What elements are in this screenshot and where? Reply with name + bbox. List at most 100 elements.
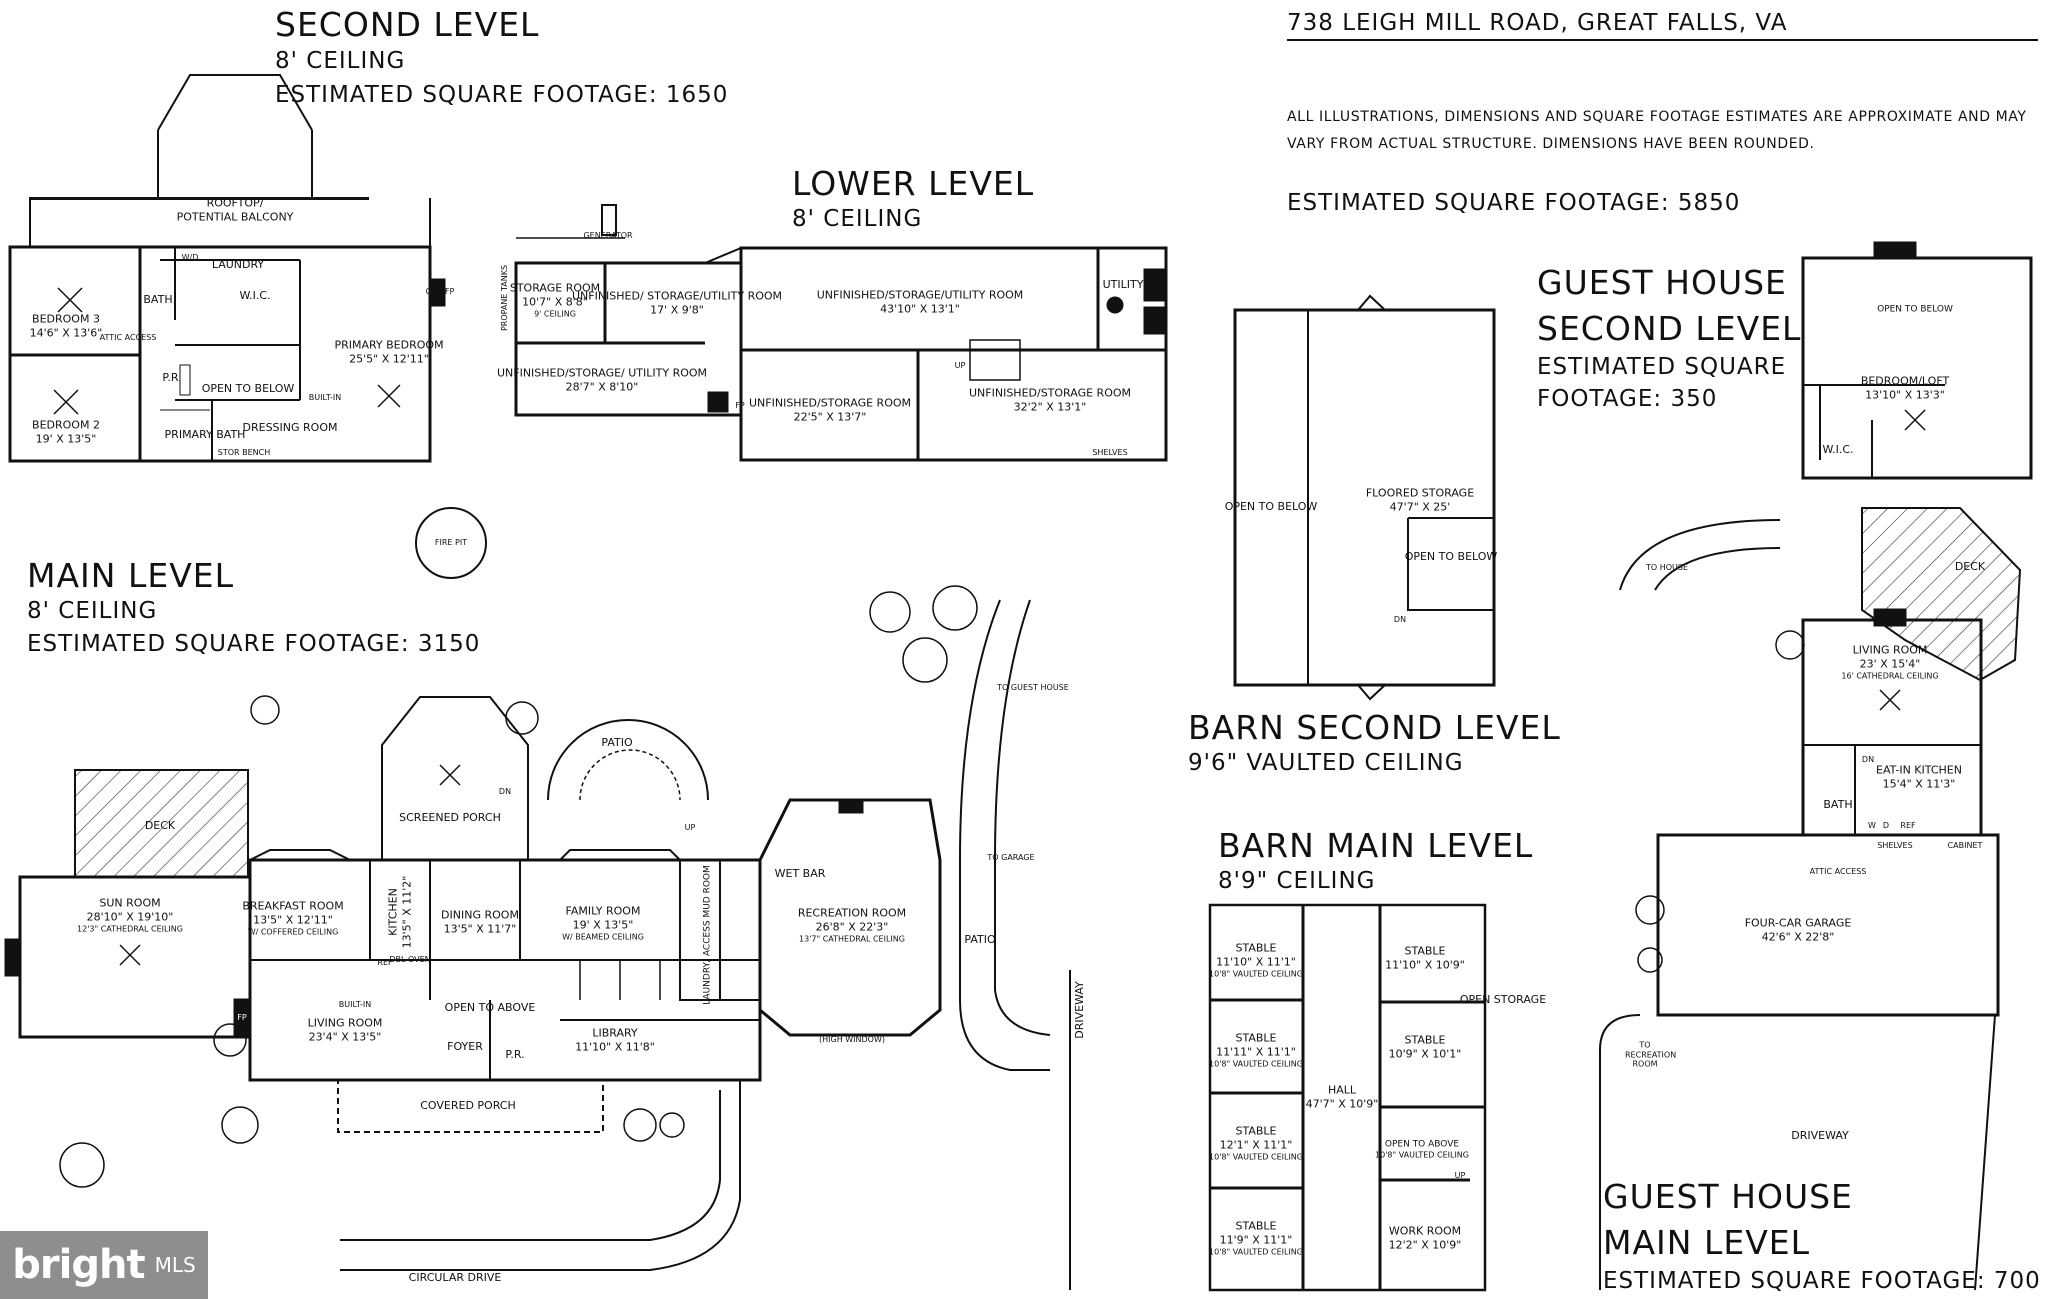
small-label: BUILT-IN <box>308 393 342 403</box>
room-label: FOYER <box>447 1040 483 1054</box>
small-label: UP <box>684 823 696 833</box>
second-level-title: SECOND LEVEL <box>275 5 540 44</box>
small-label: W <box>1868 821 1876 831</box>
second-level-plan <box>8 74 446 463</box>
small-label: FP <box>735 401 745 411</box>
room-label: P.R. <box>505 1048 525 1062</box>
lower-level-title: LOWER LEVEL <box>792 164 1035 203</box>
main-level-plan <box>4 507 1071 1290</box>
room-label: OPEN STORAGE <box>1459 993 1547 1007</box>
total-square-footage: ESTIMATED SQUARE FOOTAGE: 5850 <box>1287 190 1741 216</box>
room-label: ROOFTOP/POTENTIAL BALCONY <box>176 196 294 223</box>
room-label: BATH <box>1823 798 1853 812</box>
small-label: FP <box>1885 621 1895 631</box>
outdoor-label: TO GARAGE <box>987 853 1035 863</box>
guest-second-sqft-1: ESTIMATED SQUARE <box>1537 354 1787 380</box>
outdoor-label: TO GUEST HOUSE <box>997 683 1069 693</box>
room-label: OPEN TO BELOW <box>1877 304 1953 315</box>
watermark-brand: bright <box>12 1242 145 1288</box>
small-label: BUILT-IN <box>338 1000 372 1010</box>
small-label: UP <box>1454 1171 1466 1181</box>
guest-main-title-2: MAIN LEVEL <box>1603 1223 1811 1262</box>
small-label: PROPANE TANKS <box>500 264 510 332</box>
small-label: DBL OVEN <box>389 955 431 965</box>
main-level-title: MAIN LEVEL <box>27 556 235 595</box>
guest-main-plan <box>1599 507 2022 1291</box>
room-label: DRESSING ROOM <box>242 421 338 435</box>
room-label: COVERED PORCH <box>420 1099 516 1113</box>
outdoor-label: TO RECREATION ROOM <box>1625 1040 1677 1069</box>
small-label: GAS FP <box>425 287 455 297</box>
outdoor-label: PATIO <box>964 933 996 947</box>
lower-level-plan <box>514 204 1168 462</box>
small-label: DN <box>1393 615 1407 625</box>
bright-mls-watermark: bright MLS <box>0 1231 208 1299</box>
room-label: WET BAR <box>774 867 826 881</box>
small-label: ATTIC ACCESS <box>99 333 157 343</box>
small-label: STOR BENCH <box>217 448 271 458</box>
main-level-sqft: ESTIMATED SQUARE FOOTAGE: 3150 <box>27 631 481 657</box>
small-label: SHELVES <box>1092 448 1128 458</box>
barn-main-title: BARN MAIN LEVEL <box>1218 826 1534 865</box>
small-label: (HIGH WINDOW) <box>819 1035 885 1045</box>
outdoor-label: CIRCULAR DRIVE <box>408 1271 502 1285</box>
room-label: W.I.C. <box>239 289 271 303</box>
room-label: UTILITY <box>1102 278 1144 292</box>
small-label: DN <box>1861 755 1875 765</box>
room-label: DECK <box>144 819 176 833</box>
watermark-suffix: MLS <box>154 1253 196 1277</box>
room-label: PRIMARY BATH <box>164 428 246 442</box>
barn-second-title: BARN SECOND LEVEL <box>1188 708 1561 747</box>
small-label: GENERATOR <box>583 231 633 241</box>
room-label: BATH <box>143 293 173 307</box>
outdoor-label: DRIVEWAY <box>1791 1129 1849 1143</box>
small-label: ATTIC ACCESS <box>1809 867 1867 877</box>
room-label: OPEN TO ABOVE <box>444 1001 536 1015</box>
outdoor-label: PATIO <box>601 736 633 750</box>
room-label: LAUNDRY/ ACCESS MUD ROOM <box>702 865 713 1005</box>
guest-main-title-1: GUEST HOUSE <box>1603 1177 1853 1216</box>
small-label: W/D <box>181 253 199 263</box>
disclaimer-text: ALL ILLUSTRATIONS, DIMENSIONS AND SQUARE… <box>1287 109 2027 152</box>
barn-second-ceiling: 9'6" VAULTED CEILING <box>1188 750 1464 776</box>
second-level-ceiling: 8' CEILING <box>275 48 406 74</box>
guest-second-sqft-2: FOOTAGE: 350 <box>1537 386 1718 412</box>
small-label: D <box>1882 821 1890 831</box>
small-label: SHELVES <box>1877 841 1913 851</box>
barn-second-plan <box>1233 294 1496 701</box>
guest-second-title-1: GUEST HOUSE <box>1537 263 1787 302</box>
guest-second-plan <box>1801 241 2033 480</box>
small-label: DN <box>498 787 512 797</box>
small-label: REF <box>377 958 393 968</box>
room-label: P.R. <box>162 371 182 385</box>
small-label: CABINET <box>1947 841 1983 851</box>
guest-second-title-2: SECOND LEVEL <box>1537 309 1802 348</box>
room-label: LAUNDRY <box>211 258 265 272</box>
